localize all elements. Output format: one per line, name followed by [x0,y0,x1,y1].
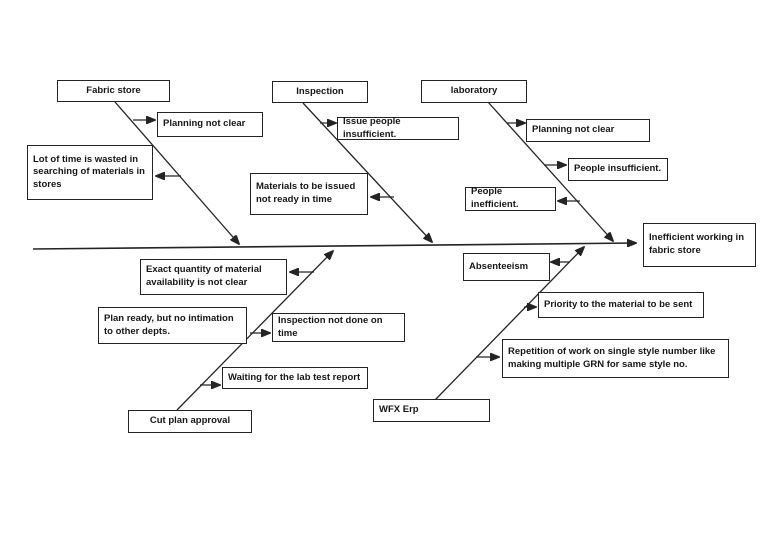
category-box-inspection: Inspection [272,81,368,103]
cause-box-lot-of-time-wasted: Lot of time is wasted in searching of ma… [27,145,153,200]
cause-box-plan-ready-no-intimation: Plan ready, but no intimation to other d… [98,307,247,344]
branch-arrow-wfx-erp [434,247,584,401]
branch-arrow-inspection [302,102,432,242]
cause-box-planning-not-clear-laboratory: Planning not clear [526,119,650,142]
branch-arrow-cut-plan-approval [176,251,333,411]
cause-box-planning-not-clear-fabric-store: Planning not clear [157,112,263,137]
category-box-laboratory: laboratory [421,80,527,103]
cause-box-inspection-not-done: Inspection not done on time [272,313,405,342]
cause-box-waiting-lab-test-report: Waiting for the lab test report [222,367,368,389]
branch-arrow-fabric-store [114,101,239,244]
cause-box-issue-people-insufficient: Issue people insufficient. [337,116,459,140]
cause-box-people-insufficient: People insufficient. [568,158,668,181]
branch-arrow-laboratory [487,101,613,241]
cause-box-priority-material: Priority to the material to be sent [538,292,704,318]
cause-box-exact-quantity: Exact quantity of material availability … [140,259,287,295]
category-box-cut-plan-approval: Cut plan approval [128,410,252,433]
category-box-fabric-store: Fabric store [57,80,170,102]
effect-box: Inefficient working in fabric store [643,223,756,267]
cause-box-materials-not-ready: Materials to be issued not ready in time [250,173,368,215]
cause-box-absenteeism: Absenteeism [463,253,550,281]
spine-arrow [32,243,636,250]
cause-box-repetition-of-work: Repetition of work on single style numbe… [502,339,729,378]
cause-box-people-inefficient: People inefficient. [465,186,556,211]
category-box-wfx-erp: WFX Erp [373,399,490,422]
